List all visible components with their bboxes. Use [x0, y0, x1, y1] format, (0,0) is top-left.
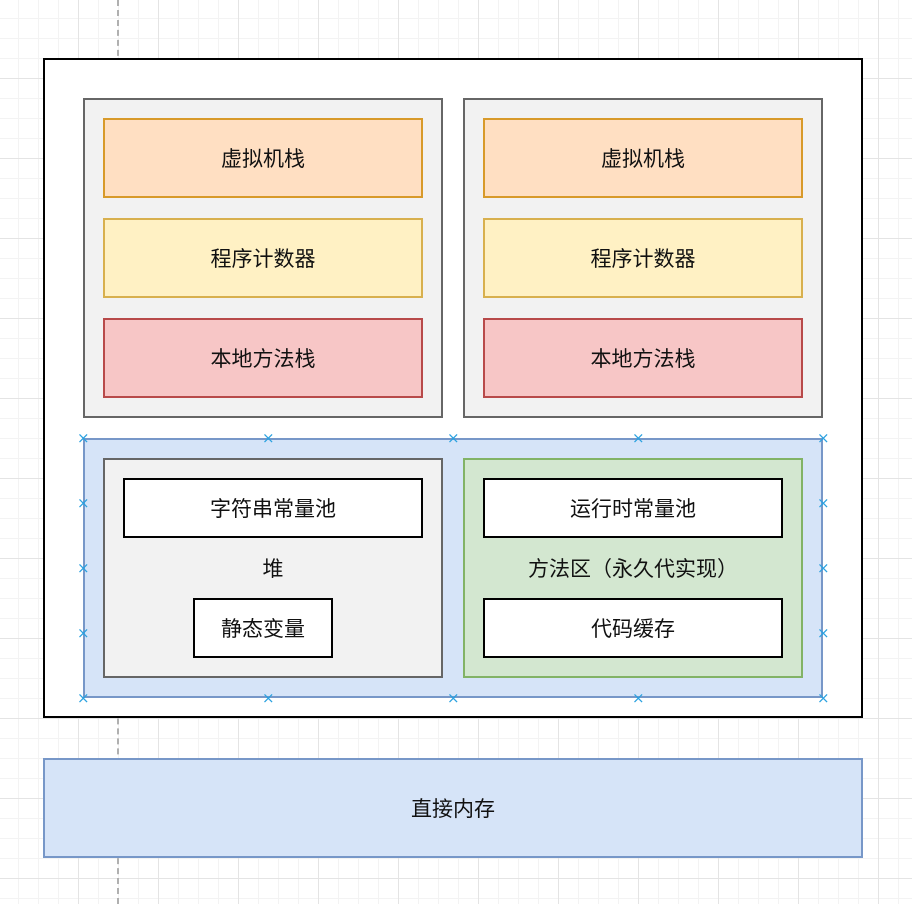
- x-mark-icon[interactable]: ×: [77, 689, 90, 707]
- program-counter-2[interactable]: 程序计数器: [483, 218, 803, 298]
- heap-label-container: 堆: [103, 548, 443, 588]
- static-variables-label: 静态变量: [221, 617, 305, 641]
- program-counter-1[interactable]: 程序计数器: [103, 218, 423, 298]
- x-mark-icon[interactable]: ×: [817, 624, 830, 642]
- method-area-label-container: 方法区（永久代实现）: [463, 548, 803, 588]
- x-mark-icon[interactable]: ×: [817, 559, 830, 577]
- x-mark-icon[interactable]: ×: [77, 494, 90, 512]
- program-counter-2-label: 程序计数器: [590, 247, 696, 271]
- x-mark-icon[interactable]: ×: [447, 429, 460, 447]
- x-mark-icon[interactable]: ×: [817, 429, 830, 447]
- native-method-stack-1[interactable]: 本地方法栈: [103, 318, 423, 398]
- native-method-stack-2-label: 本地方法栈: [590, 347, 696, 371]
- vm-stack-2-label: 虚拟机栈: [601, 147, 685, 171]
- native-method-stack-1-label: 本地方法栈: [210, 347, 316, 371]
- code-cache[interactable]: 代码缓存: [483, 598, 783, 658]
- direct-memory-label: 直接内存: [411, 797, 495, 821]
- program-counter-1-label: 程序计数器: [210, 247, 316, 271]
- heap-label: 堆: [262, 557, 284, 581]
- runtime-constant-pool[interactable]: 运行时常量池: [483, 478, 783, 538]
- x-mark-icon[interactable]: ×: [817, 494, 830, 512]
- native-method-stack-2[interactable]: 本地方法栈: [483, 318, 803, 398]
- x-mark-icon[interactable]: ×: [262, 689, 275, 707]
- x-mark-icon[interactable]: ×: [77, 429, 90, 447]
- vm-stack-1-label: 虚拟机栈: [221, 147, 305, 171]
- code-cache-label: 代码缓存: [591, 617, 675, 641]
- vm-stack-1[interactable]: 虚拟机栈: [103, 118, 423, 198]
- x-mark-icon[interactable]: ×: [817, 689, 830, 707]
- x-mark-icon[interactable]: ×: [77, 559, 90, 577]
- x-mark-icon[interactable]: ×: [262, 429, 275, 447]
- vm-stack-2[interactable]: 虚拟机栈: [483, 118, 803, 198]
- method-area-label: 方法区（永久代实现）: [528, 557, 738, 581]
- x-mark-icon[interactable]: ×: [447, 689, 460, 707]
- static-variables[interactable]: 静态变量: [193, 598, 333, 658]
- x-mark-icon[interactable]: ×: [77, 624, 90, 642]
- string-constant-pool[interactable]: 字符串常量池: [123, 478, 423, 538]
- x-mark-icon[interactable]: ×: [632, 429, 645, 447]
- x-mark-icon[interactable]: ×: [632, 689, 645, 707]
- string-constant-pool-label: 字符串常量池: [210, 497, 336, 521]
- direct-memory[interactable]: 直接内存: [43, 758, 863, 858]
- runtime-constant-pool-label: 运行时常量池: [570, 497, 696, 521]
